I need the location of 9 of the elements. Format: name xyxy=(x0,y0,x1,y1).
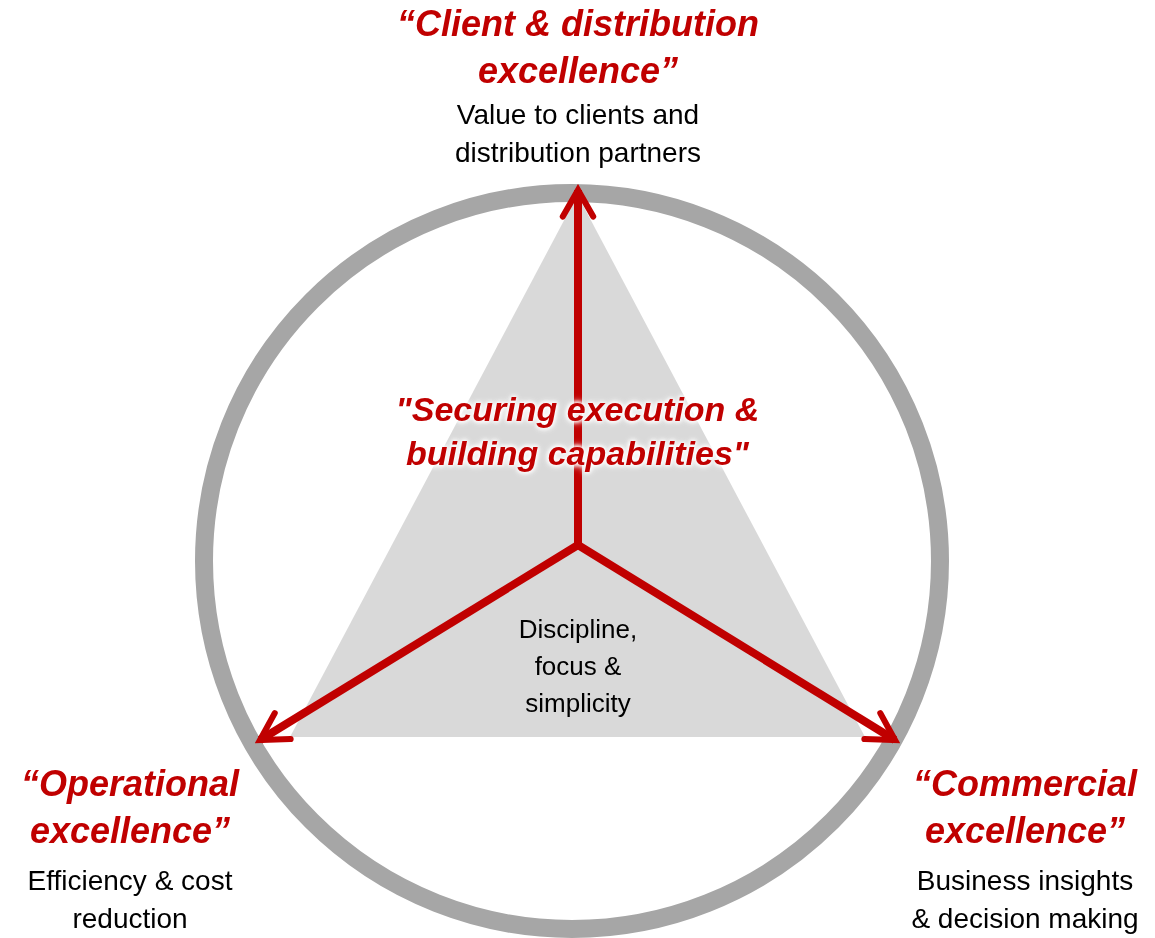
strategy-text: Discipline, focus & simplicity xyxy=(517,613,639,720)
pillar-description: Value to clients and distribution partners xyxy=(454,98,702,170)
pillar-heading: “Operational excellence” xyxy=(19,762,241,853)
pillar-description: Business insights & decision making xyxy=(910,864,1140,936)
pillar-heading: “Commercial excellence” xyxy=(911,762,1139,853)
pillar-description: Efficiency & cost reduction xyxy=(26,864,234,936)
pillar-heading: “Client & distribution excellence” xyxy=(396,2,760,93)
arrow xyxy=(256,541,581,744)
arrow xyxy=(575,541,899,744)
